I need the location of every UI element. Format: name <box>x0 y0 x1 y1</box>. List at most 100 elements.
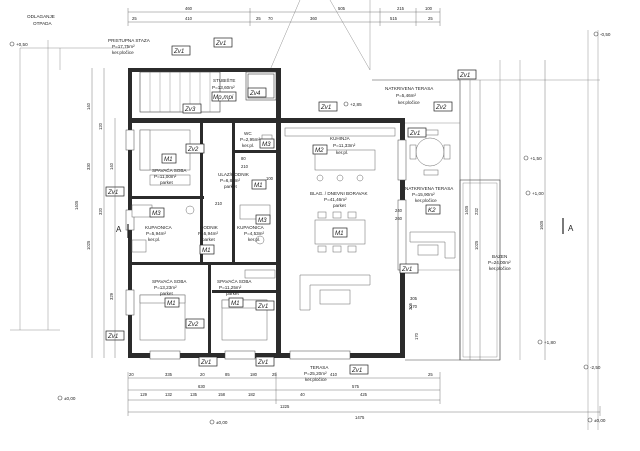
svg-text:Zv2: Zv2 <box>187 146 199 153</box>
label-spavaca3-3: parket <box>226 291 239 296</box>
svg-text:Zv1: Zv1 <box>351 367 362 374</box>
label-spavaca3-2: P=11,25m² <box>219 285 242 290</box>
svg-text:+0,50: +0,50 <box>16 42 28 47</box>
label-kupaonica2-3: ker.pl. <box>248 237 260 242</box>
dim-top-10: 515 <box>390 16 398 21</box>
label-odlaganje-2: OTPADA <box>33 21 52 26</box>
inner-dimension-labels: 80 210 100 240 260 210 305 170 <box>215 156 418 309</box>
svg-text:M3: M3 <box>262 141 271 148</box>
svg-text:100: 100 <box>266 176 274 181</box>
svg-text:40: 40 <box>300 392 305 397</box>
tag-m3-a: M3 <box>259 138 275 149</box>
left-dimension-lines: 140 330 120 1405 320 1025 140 329 <box>74 68 116 358</box>
svg-text:+2,85: +2,85 <box>350 102 362 107</box>
svg-text:25: 25 <box>428 372 433 377</box>
svg-text:K2: K2 <box>428 207 436 214</box>
tag-zv1-j: Zv1 <box>198 356 218 367</box>
svg-text:410: 410 <box>330 372 338 377</box>
svg-text:135: 135 <box>190 392 198 397</box>
section-marker-left: A <box>116 224 129 238</box>
svg-text:1475: 1475 <box>355 415 365 420</box>
label-natkr1-1: NATKRIVENA TERASA <box>385 86 434 91</box>
label-stubiste-1: STUBIŠTE <box>213 77 235 83</box>
svg-text:+1,80: +1,80 <box>544 340 556 345</box>
label-spavaca2-1: SPAVAĆA SOBA <box>152 278 187 284</box>
svg-text:±0,00: ±0,00 <box>594 418 606 423</box>
label-natkr2-2: P=15,90m² <box>412 192 435 197</box>
dim-top-1: 460 <box>185 6 193 11</box>
level-p050-left: +0,50 <box>9 41 28 47</box>
bathroom-1-furniture <box>131 204 195 253</box>
tag-zv1-h: Zv1 <box>255 300 275 311</box>
svg-text:Zv1: Zv1 <box>409 130 420 137</box>
level-p180: +1,80 <box>537 339 556 345</box>
dim-top-7: 25 <box>256 16 261 21</box>
label-spavaca1-2: P=11,00m² <box>154 174 177 179</box>
label-hodnik-2: P=5,94m² <box>198 231 219 236</box>
label-kupaonica1-3: ker.pl. <box>148 237 160 242</box>
svg-text:170: 170 <box>414 332 419 340</box>
svg-text:132: 132 <box>165 392 173 397</box>
label-wc-3: ker.pl. <box>242 143 254 148</box>
tag-zv1-g: Zv1 <box>399 263 419 274</box>
svg-text:A: A <box>568 224 574 233</box>
svg-text:M2: M2 <box>315 147 324 154</box>
svg-text:158: 158 <box>218 392 226 397</box>
label-natkr2-3: ker.pločice <box>415 198 437 203</box>
svg-text:Zv1: Zv1 <box>200 359 211 366</box>
svg-text:330: 330 <box>86 162 91 170</box>
svg-text:Zv3: Zv3 <box>184 106 196 113</box>
bedroom-1-furniture <box>139 129 191 186</box>
tag-k2: K2 <box>425 204 441 215</box>
level-p100: +1,00 <box>525 190 544 196</box>
window-openings <box>125 129 407 360</box>
tag-zv2-c: Zv2 <box>185 318 205 329</box>
svg-text:±0,00: ±0,00 <box>64 396 76 401</box>
label-spavaca1-3: parket <box>160 180 173 185</box>
svg-text:±0,00: ±0,00 <box>216 420 228 425</box>
svg-text:Zv2: Zv2 <box>187 321 199 328</box>
tag-zv4: Zv4 <box>247 87 267 98</box>
svg-text:335: 335 <box>165 372 173 377</box>
tag-zv2-b: Zv2 <box>185 143 205 154</box>
tag-zv1-e: Zv1 <box>407 127 427 138</box>
tag-m1-b: M1 <box>251 179 267 190</box>
svg-text:M3: M3 <box>258 217 267 224</box>
svg-text:232: 232 <box>474 207 479 215</box>
tag-mpm: Mp,mpi <box>211 91 237 102</box>
tag-m3-c: M3 <box>255 214 271 225</box>
svg-text:20: 20 <box>200 372 205 377</box>
svg-text:140: 140 <box>109 162 114 170</box>
svg-text:1025: 1025 <box>86 240 91 250</box>
svg-text:240: 240 <box>395 208 403 213</box>
label-wc-2: P=2,95m² <box>240 137 261 142</box>
level-p000-b: ±0,00 <box>209 419 228 425</box>
site-context <box>10 0 600 430</box>
tag-zv1-b: Zv1 <box>213 37 233 48</box>
tag-zv3: Zv3 <box>182 103 202 114</box>
svg-text:129: 129 <box>140 392 148 397</box>
top-dimension-lines: 460 505 215 100 25 410 25 70 360 515 25 <box>127 6 441 26</box>
svg-text:305: 305 <box>410 296 418 301</box>
tag-zv1-k: Zv1 <box>255 356 275 367</box>
exterior-walls <box>128 68 405 358</box>
svg-text:1025: 1025 <box>474 240 479 250</box>
terrace-furniture <box>409 129 456 259</box>
label-natkr1-2: P=5,46m² <box>396 93 417 98</box>
dim-top-5: 25 <box>132 16 137 21</box>
svg-text:Zv2: Zv2 <box>435 104 447 111</box>
kitchen-furniture <box>284 127 396 182</box>
svg-text:-2,50: -2,50 <box>590 365 601 370</box>
label-terasa-2: P=25,20m² <box>304 371 327 376</box>
right-dimension-lines: 1405 1025 305 170 232 1605 <box>408 60 546 360</box>
level-p000-c: ±0,00 <box>587 417 606 423</box>
tag-m2: M2 <box>312 144 328 155</box>
svg-text:-0,50: -0,50 <box>600 32 611 37</box>
svg-text:170: 170 <box>410 304 418 309</box>
label-natkr1-3: ker.pločice <box>398 100 420 105</box>
section-marker-right: A <box>562 218 574 234</box>
svg-text:425: 425 <box>360 392 368 397</box>
svg-text:M1: M1 <box>335 230 344 237</box>
bottom-dimension-lines: 20 335 20 85 180 25 410 25 129 132 135 1… <box>127 372 601 420</box>
svg-text:Zv1: Zv1 <box>107 189 118 196</box>
